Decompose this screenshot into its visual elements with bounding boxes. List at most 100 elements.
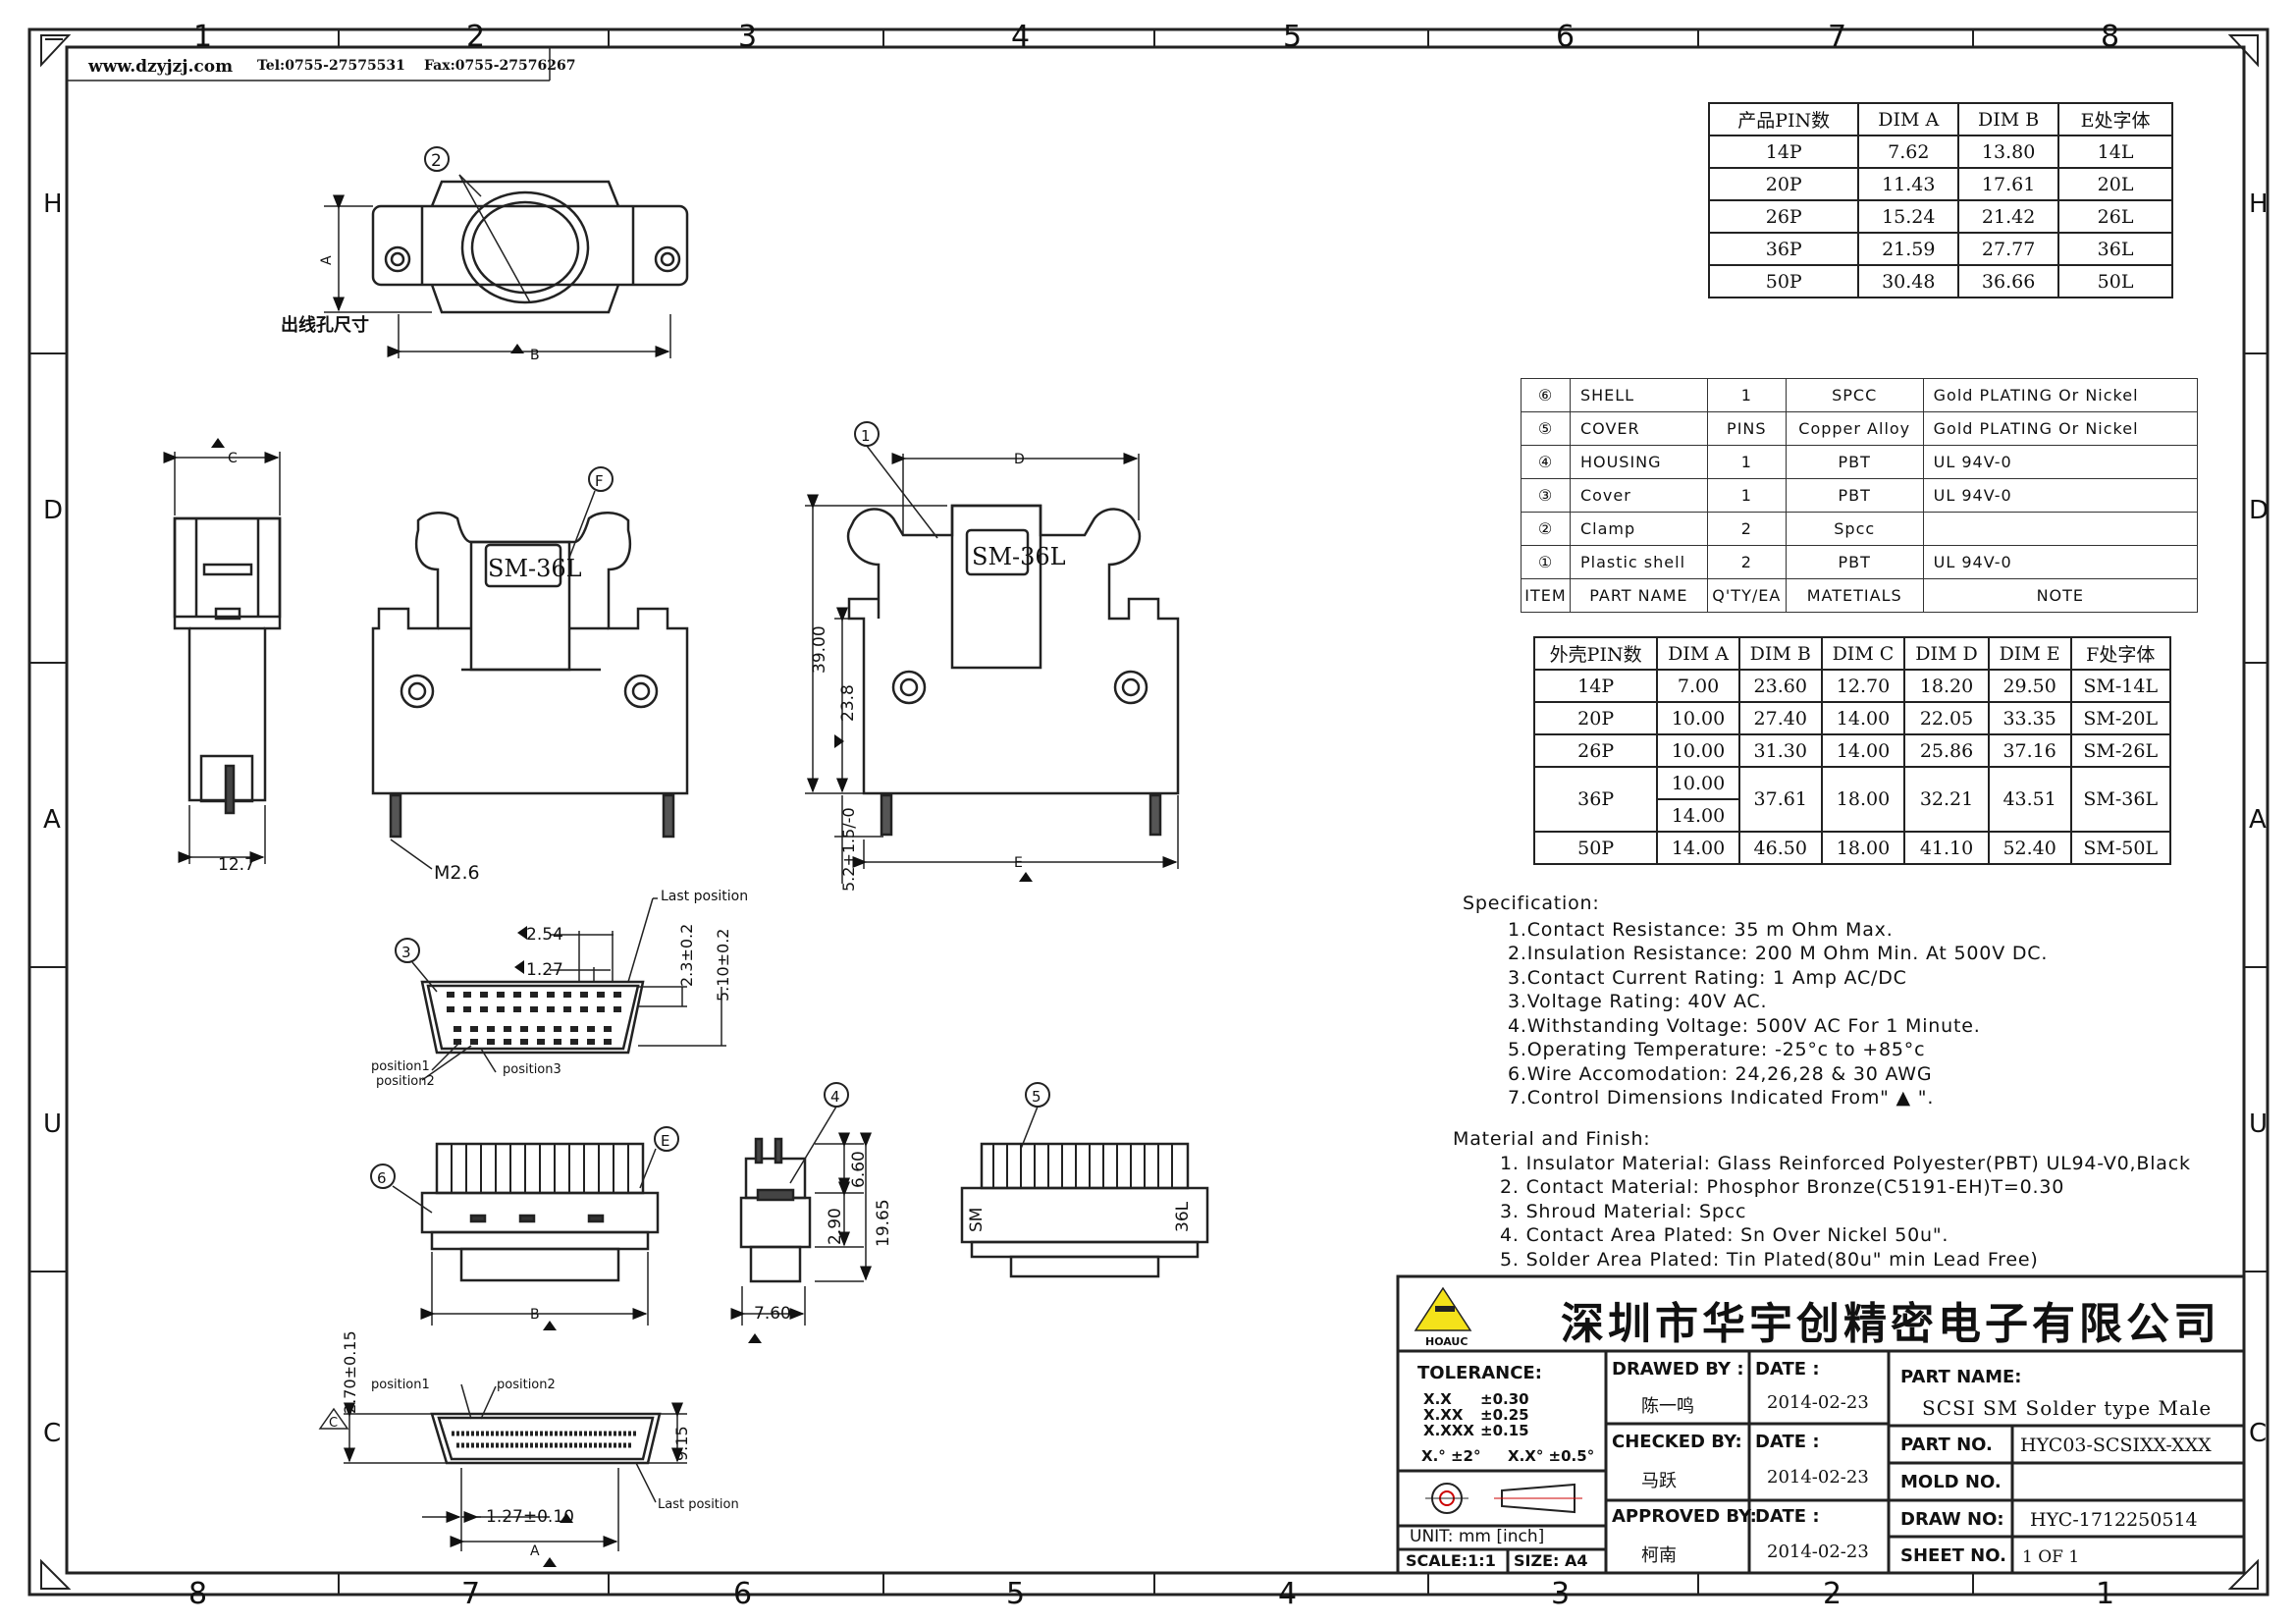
svg-text:1: 1 <box>861 427 871 445</box>
material-item: 3. Shroud Material: Spcc <box>1500 1200 1747 1222</box>
drawn-by-value: 陈一鸣 <box>1641 1396 1694 1417</box>
table-cell: 22.05 <box>1903 701 1990 735</box>
material-item: 5. Solder Area Plated: Tin Plated(80u" m… <box>1500 1248 2039 1271</box>
table-cell: 14.00 <box>1820 733 1906 768</box>
date-value-1: 2014-02-23 <box>1767 1392 1869 1413</box>
date-value-2: 2014-02-23 <box>1767 1467 1869 1488</box>
table-cell: 14.00 <box>1820 701 1906 735</box>
table-header: DIM B <box>1957 102 2060 136</box>
svg-text:C: C <box>329 1416 338 1431</box>
table-cell: ③ <box>1521 478 1571 513</box>
table-cell: 7.00 <box>1656 669 1740 703</box>
pin-side-view <box>960 1142 1209 1278</box>
grid-col-bottom-6: 6 <box>733 1577 753 1611</box>
table-cell: 33.35 <box>1987 701 2072 735</box>
svg-text:7.60: 7.60 <box>754 1304 791 1324</box>
table-cell: 20P <box>1707 167 1860 201</box>
table-header: DIM C <box>1820 636 1906 671</box>
table-cell: 17.61 <box>1957 167 2060 201</box>
svg-text:2.70±0.15: 2.70±0.15 <box>341 1330 359 1414</box>
table-header: DIM A <box>1656 636 1740 671</box>
tol-xxx-val: ±0.15 <box>1480 1422 1529 1439</box>
table-header: DIM D <box>1903 636 1990 671</box>
table-cell: 36L <box>2057 232 2173 266</box>
table-cell: Spcc <box>1785 512 1924 546</box>
material-item: 4. Contact Area Plated: Sn Over Nickel 5… <box>1500 1224 1949 1246</box>
svg-text:4: 4 <box>830 1088 840 1106</box>
scale-label: SCALE:1:1 <box>1406 1551 1496 1570</box>
table-cell: PBT <box>1785 445 1924 479</box>
table-cell: 27.77 <box>1957 232 2060 266</box>
table-cell: 10.00 <box>1656 766 1740 800</box>
approved-by-value: 柯南 <box>1641 1545 1677 1566</box>
svg-text:SM: SM <box>967 1208 987 1232</box>
tol-x-val: ±0.30 <box>1480 1390 1529 1408</box>
table-cell: 1 <box>1706 378 1787 412</box>
table-cell: SM-50L <box>2069 831 2171 865</box>
grid-col-top-4: 4 <box>1011 20 1031 54</box>
grid-row-right-c: C <box>2249 1419 2268 1448</box>
table-cell: 1 <box>1706 445 1787 479</box>
table-cell: 14P <box>1707 135 1860 169</box>
housing-side-view <box>739 1137 812 1283</box>
grid-row-left-c: C <box>43 1419 62 1448</box>
svg-text:1.27±0.10: 1.27±0.10 <box>486 1507 574 1527</box>
table-cell: 27.40 <box>1737 701 1823 735</box>
solder-view <box>420 1142 660 1282</box>
table-cell: SM-26L <box>2069 733 2171 768</box>
table-cell: 41.10 <box>1903 831 1990 865</box>
table-cell: 23.60 <box>1737 669 1823 703</box>
grid-col-bottom-5: 5 <box>1006 1577 1026 1611</box>
svg-text:SM-36L: SM-36L <box>972 543 1066 570</box>
table-header: DIM A <box>1857 102 1960 136</box>
svg-text:2.54: 2.54 <box>526 925 563 945</box>
spec-title: Specification: <box>1463 893 1600 914</box>
table-cell: Gold PLATING Or Nickel <box>1922 411 2199 446</box>
svg-text:M2.6: M2.6 <box>434 862 480 884</box>
table-cell: UL 94V-0 <box>1922 478 2199 513</box>
part-no-label: PART NO. <box>1900 1435 1993 1455</box>
table-cell: 31.30 <box>1737 733 1823 768</box>
table-cell: PBT <box>1785 545 1924 579</box>
table-cell: Q'TY/EA <box>1706 578 1787 613</box>
table-cell: 21.42 <box>1957 199 2060 234</box>
mold-no-label: MOLD NO. <box>1900 1472 2002 1492</box>
svg-text:19.65: 19.65 <box>874 1199 893 1247</box>
svg-text:position1: position1 <box>371 1378 430 1392</box>
grid-col-bottom-8: 8 <box>188 1577 208 1611</box>
tol-xx-val: ±0.25 <box>1480 1406 1529 1424</box>
svg-text:position1: position1 <box>371 1059 430 1074</box>
grid-ticks <box>29 29 2268 1595</box>
pin-face-view <box>420 980 645 1055</box>
table-cell: 36P <box>1707 232 1860 266</box>
tol-angle-1: X.° ±2° <box>1421 1447 1481 1465</box>
grid-row-left-d: D <box>43 496 64 525</box>
spec-item: 4.Withstanding Voltage: 500V AC For 1 Mi… <box>1508 1014 1981 1037</box>
grid-col-top-2: 2 <box>466 20 486 54</box>
table-header: DIM B <box>1737 636 1823 671</box>
outer-frame <box>27 27 2269 1597</box>
table-cell: SM-14L <box>2069 669 2171 703</box>
table-cell: Copper Alloy <box>1785 411 1924 446</box>
table-header: 外壳PIN数 <box>1532 636 1659 671</box>
spec-item: 6.Wire Accomodation: 24,26,28 & 30 AWG <box>1508 1062 1933 1085</box>
logo-text: HOAUC <box>1425 1335 1468 1348</box>
table-cell <box>1922 512 2199 546</box>
grid-row-right-h: H <box>2249 189 2269 219</box>
table-cell: NOTE <box>1922 578 2199 613</box>
checked-by-value: 马跃 <box>1641 1471 1677 1491</box>
company-name: 深圳市华宇创精密电子有限公司 <box>1561 1299 2220 1349</box>
svg-text:2.3±0.2: 2.3±0.2 <box>677 924 696 987</box>
table-cell: 10.00 <box>1656 701 1740 735</box>
svg-text:D: D <box>1014 452 1025 467</box>
table-cell: 18.20 <box>1903 669 1990 703</box>
